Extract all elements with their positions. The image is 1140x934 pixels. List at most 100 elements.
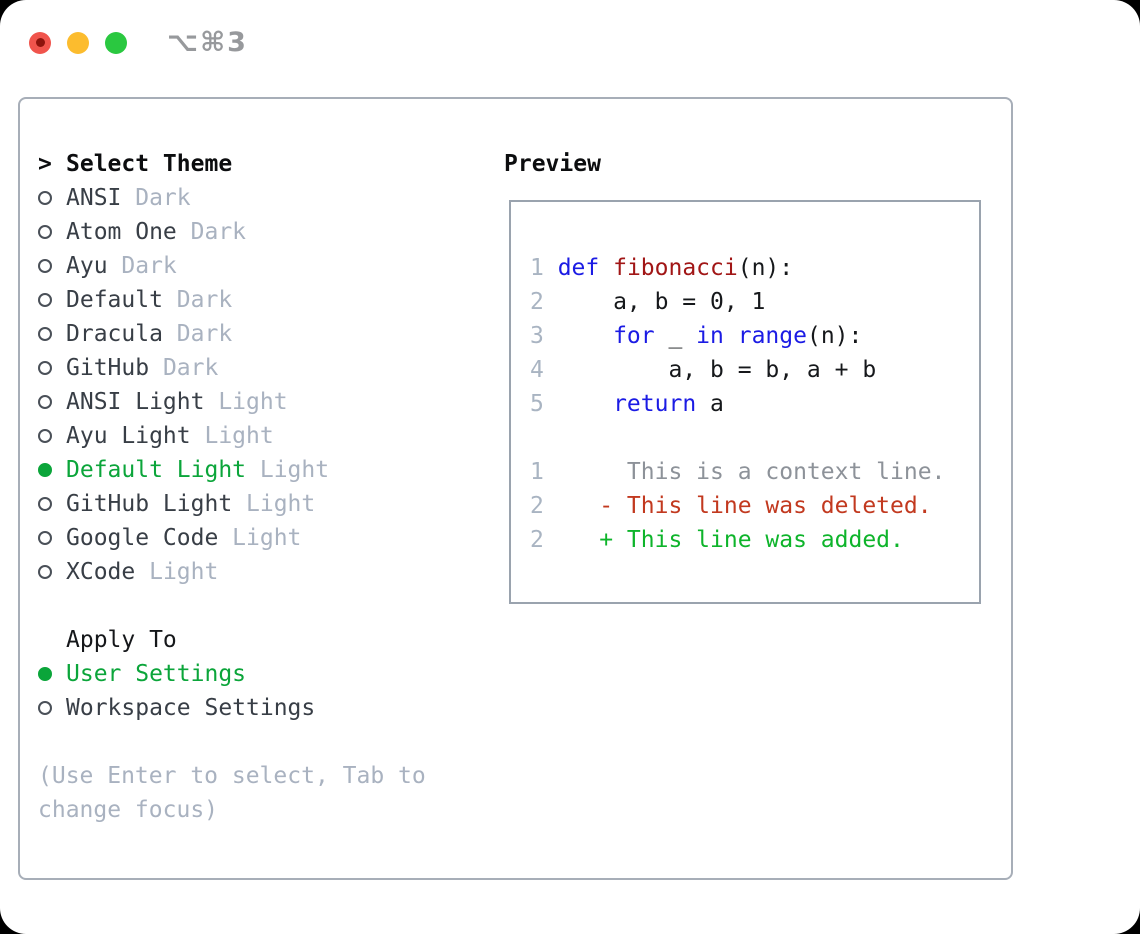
radio-icon[interactable] xyxy=(38,497,52,511)
gutter xyxy=(38,327,66,341)
diff-text: + This line was added. xyxy=(557,527,904,553)
spacer xyxy=(38,725,458,759)
radio-icon[interactable] xyxy=(38,191,52,205)
gutter xyxy=(38,531,66,545)
close-button[interactable] xyxy=(29,31,51,54)
radio-icon[interactable] xyxy=(38,395,52,409)
theme-variant-tag: Dark xyxy=(190,219,247,245)
apply-to-header-row: Apply To xyxy=(38,623,458,657)
diff-line: 1 This is a context line. xyxy=(530,455,979,489)
theme-variant-tag: Light xyxy=(204,423,274,449)
diff-line: 2 - This line was deleted. xyxy=(530,489,979,523)
radio-icon[interactable] xyxy=(38,701,52,715)
theme-variant-tag: Dark xyxy=(176,321,233,347)
radio-icon[interactable] xyxy=(38,565,52,579)
theme-variant-tag: Dark xyxy=(176,287,233,313)
radio-icon[interactable] xyxy=(38,463,52,477)
theme-name: Atom One xyxy=(66,219,177,245)
line-number: 4 xyxy=(530,357,544,383)
theme-name: Default Light xyxy=(66,457,247,483)
radio-icon[interactable] xyxy=(38,259,52,273)
gutter xyxy=(38,361,66,375)
gutter xyxy=(38,259,66,273)
line-number: 5 xyxy=(530,391,544,417)
theme-option[interactable]: Dracula Dark xyxy=(38,317,458,351)
theme-option[interactable]: Default Light Light xyxy=(38,453,458,487)
code-token: for xyxy=(613,323,655,349)
theme-name: ANSI Light xyxy=(66,389,205,415)
line-number: 2 xyxy=(530,493,544,519)
zoom-button[interactable] xyxy=(105,31,127,54)
code-token: (n): xyxy=(806,323,863,349)
theme-name: Dracula xyxy=(66,321,163,347)
gutter xyxy=(38,701,66,715)
radio-icon[interactable] xyxy=(38,361,52,375)
theme-variant-tag: Dark xyxy=(135,185,191,211)
line-number: 1 xyxy=(530,459,544,485)
gutter xyxy=(38,497,66,511)
gutter xyxy=(38,565,66,579)
diff-line: 2 + This line was added. xyxy=(530,523,979,557)
radio-icon[interactable] xyxy=(38,293,52,307)
theme-variant-tag: Dark xyxy=(121,253,177,279)
code-token: def xyxy=(557,255,600,281)
code-token xyxy=(558,391,613,417)
gutter xyxy=(38,667,66,681)
apply-to-option[interactable]: User Settings xyxy=(38,657,458,691)
theme-name: Ayu Light xyxy=(66,423,191,449)
theme-variant-tag: Light xyxy=(149,559,219,585)
theme-name: Google Code xyxy=(66,525,219,551)
line-number: 2 xyxy=(530,289,544,315)
theme-option[interactable]: Ayu Light Light xyxy=(38,419,458,453)
apply-to-option[interactable]: Workspace Settings xyxy=(38,691,458,725)
radio-icon[interactable] xyxy=(38,429,52,443)
code-line: 3 for _ in range(n): xyxy=(530,319,979,353)
code-token: _ xyxy=(654,323,697,349)
minimize-button[interactable] xyxy=(67,31,89,54)
code-token xyxy=(724,323,738,349)
gutter xyxy=(38,293,66,307)
select-theme-header: Select Theme xyxy=(66,151,233,177)
radio-icon[interactable] xyxy=(38,327,52,341)
select-theme-header-row: > Select Theme xyxy=(38,147,458,181)
focus-caret-icon: > xyxy=(38,151,52,177)
close-button-dot xyxy=(35,38,45,47)
theme-option[interactable]: ANSI Dark xyxy=(38,181,458,215)
theme-name: XCode xyxy=(66,559,136,585)
window-title-shortcut: ⌥⌘3 xyxy=(167,27,248,58)
theme-option[interactable]: Ayu Dark xyxy=(38,249,458,283)
apply-to-name: Workspace Settings xyxy=(66,695,316,721)
line-number: 1 xyxy=(530,255,544,281)
theme-option[interactable]: Atom One Dark xyxy=(38,215,458,249)
code-token: in xyxy=(696,323,724,349)
apply-to-name: User Settings xyxy=(66,661,247,687)
code-token: return xyxy=(613,391,697,417)
theme-name: ANSI xyxy=(66,185,122,211)
radio-icon[interactable] xyxy=(38,531,52,545)
theme-variant-tag: Light xyxy=(259,457,330,483)
theme-variant-tag: Dark xyxy=(162,355,219,381)
theme-option[interactable]: XCode Light xyxy=(38,555,458,589)
help-text: (Use Enter to select, Tab to change focu… xyxy=(38,763,426,823)
radio-icon[interactable] xyxy=(38,225,52,239)
theme-variant-tag: Light xyxy=(246,491,316,517)
code-token: (n): xyxy=(737,255,794,281)
code-line: 2 a, b = 0, 1 xyxy=(530,285,979,319)
code-line: 5 return a xyxy=(530,387,979,421)
radio-icon[interactable] xyxy=(38,667,52,681)
theme-name: Ayu xyxy=(66,253,108,279)
code-token: a, b = 0, 1 xyxy=(557,289,766,315)
code-token: a xyxy=(696,391,724,417)
diff-text: This is a context line. xyxy=(557,459,946,485)
